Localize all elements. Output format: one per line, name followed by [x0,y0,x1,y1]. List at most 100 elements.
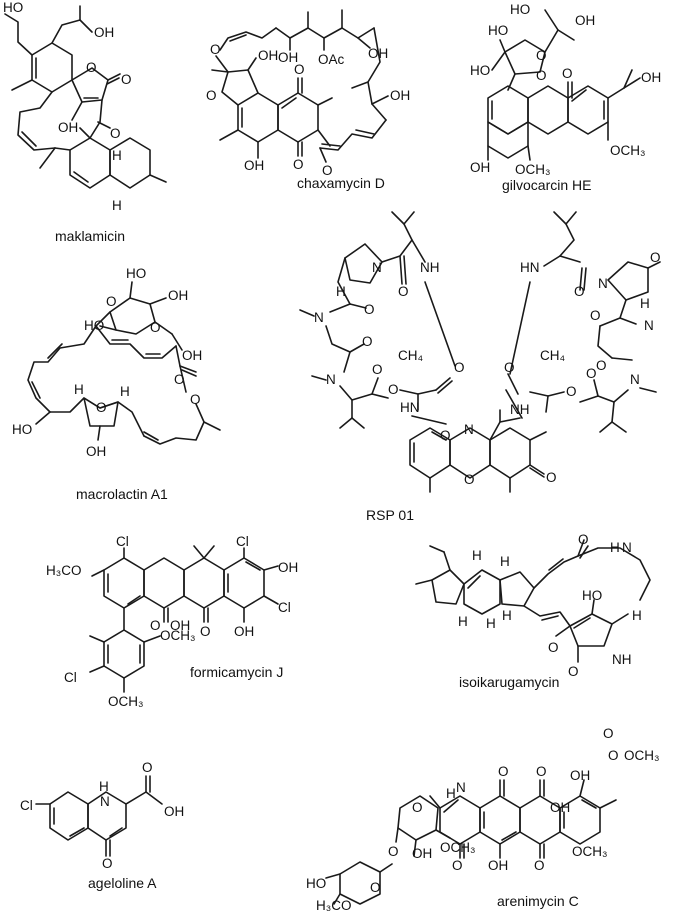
atom-label: O [322,163,333,178]
arenimycin-c-structure: O O OCH₃ OH O O OH O OCH₃ OH O H N [306,726,660,913]
atom-label: O [452,858,463,873]
atom-label: O [586,366,597,381]
atom-label: O [106,294,117,309]
atom-label: OCH₃ [160,628,196,643]
atom-label: OH [170,618,190,633]
atom-label: HO [306,876,326,891]
chaxamycin-d-structure: O O OH O O OH OH OAc OH OH [206,9,410,178]
atom-label: OH [575,13,595,28]
atom-label: H [336,284,346,299]
atom-label: H₃CO [316,898,352,913]
atom-label: O [293,157,304,172]
atom-label: N [326,372,336,387]
atom-label: N [630,372,640,387]
atom-label: N [372,260,382,275]
atom-label: NH [612,652,632,667]
atom-label: H₃CO [46,563,82,578]
atom-label: O [603,726,614,741]
atom-label: OH [278,50,298,65]
atom-label: OH [182,348,202,363]
atom-label: O [562,66,573,81]
atom-label: N [314,310,324,325]
atom-label: O [534,858,545,873]
atom-label: O [150,320,161,335]
atom-label: O [536,68,547,83]
atom-label: N [598,276,608,291]
atom-label: Cl [236,534,249,549]
atom-label: O [574,284,585,299]
compound-name-gilvocarcin-he: gilvocarcin HE [502,177,591,193]
atom-label: Cl [278,600,291,615]
atom-label: O [590,308,601,323]
atom-label: Cl [20,798,33,813]
atom-label: O [364,302,375,317]
atom-label: OH [412,846,432,861]
isoikarugamycin-structure: H H H H H O H N O HO H NH O [415,532,651,679]
rsp01-structure: N O NH H O N O N O O HN O CH₄ [299,211,661,493]
atom-label: O [504,360,515,375]
atom-label: OH [258,48,278,63]
atom-label: O [546,470,557,485]
atom-label: OH [550,800,570,815]
atom-label: H [99,779,109,794]
atom-label: OH [470,160,490,175]
atom-label: Cl [64,670,77,685]
atom-label: OH [86,444,106,459]
atom-label: O [454,360,465,375]
atom-label: O [388,844,399,859]
atom-label: OCH₃ [440,840,476,855]
atom-label: H [120,384,130,399]
atom-label: O [568,664,579,679]
atom-label: OAc [318,52,345,67]
atom-label: O [566,384,577,399]
atom-label: N [464,422,474,437]
atom-label: HN [520,260,540,275]
atom-label: OH [164,804,184,819]
gilvocarcin-he-structure: O HO HO OH HO O O OH OCH₃ OH OCH₃ [470,2,661,177]
atom-label: O [121,72,132,87]
atom-label: H [74,382,84,397]
formicamycin-j-structure: H₃CO Cl Cl OH Cl OH O OH O OC [46,534,298,709]
atom-label: O [294,62,305,77]
ageloline-a-structure: Cl H N O OH O [20,760,184,871]
atom-label: H [446,786,456,801]
atom-label: O [210,42,221,57]
atom-label: O [440,428,451,443]
atom-label: O [372,362,383,377]
atom-label: O [388,382,399,397]
compound-name-arenimycin-c: arenimycin C [497,893,579,909]
compound-name-maklamicin: maklamicin [55,228,125,244]
atom-label: H [502,608,512,623]
maklamicin-structure: OH HO O O OH O H H [3,0,167,213]
atom-label: Cl [116,534,129,549]
atom-label: O [536,764,547,779]
atom-label: OH [58,120,78,135]
atom-label: N [100,794,110,809]
atom-label: H [610,540,620,555]
macrolactin-a1-structure: O HO OH OH HO O O O O H H OH [12,266,221,459]
atom-label: OH [488,858,508,873]
atom-label: HO [510,2,530,17]
atom-label: N [456,780,466,795]
atom-label: OH [168,288,188,303]
atom-label: OCH₃ [572,844,608,859]
atom-label: HO [488,23,508,38]
atom-label: O [536,48,547,63]
atom-label: O [174,372,185,387]
atom-label: O [412,800,423,815]
atom-label: H [500,554,510,569]
atom-label: O [498,764,509,779]
atom-label: CH₄ [540,348,565,363]
atom-label: O [464,472,475,487]
atom-label: OCH₃ [108,694,144,709]
atom-label: O [110,126,121,141]
atom-label: O [548,640,559,655]
atom-label: O [200,624,211,639]
atom-label: OH [570,768,590,783]
atom-label: O [190,392,201,407]
atom-label: N [622,540,632,555]
atom-label: H [640,296,650,311]
atom-label: HO [582,588,602,603]
